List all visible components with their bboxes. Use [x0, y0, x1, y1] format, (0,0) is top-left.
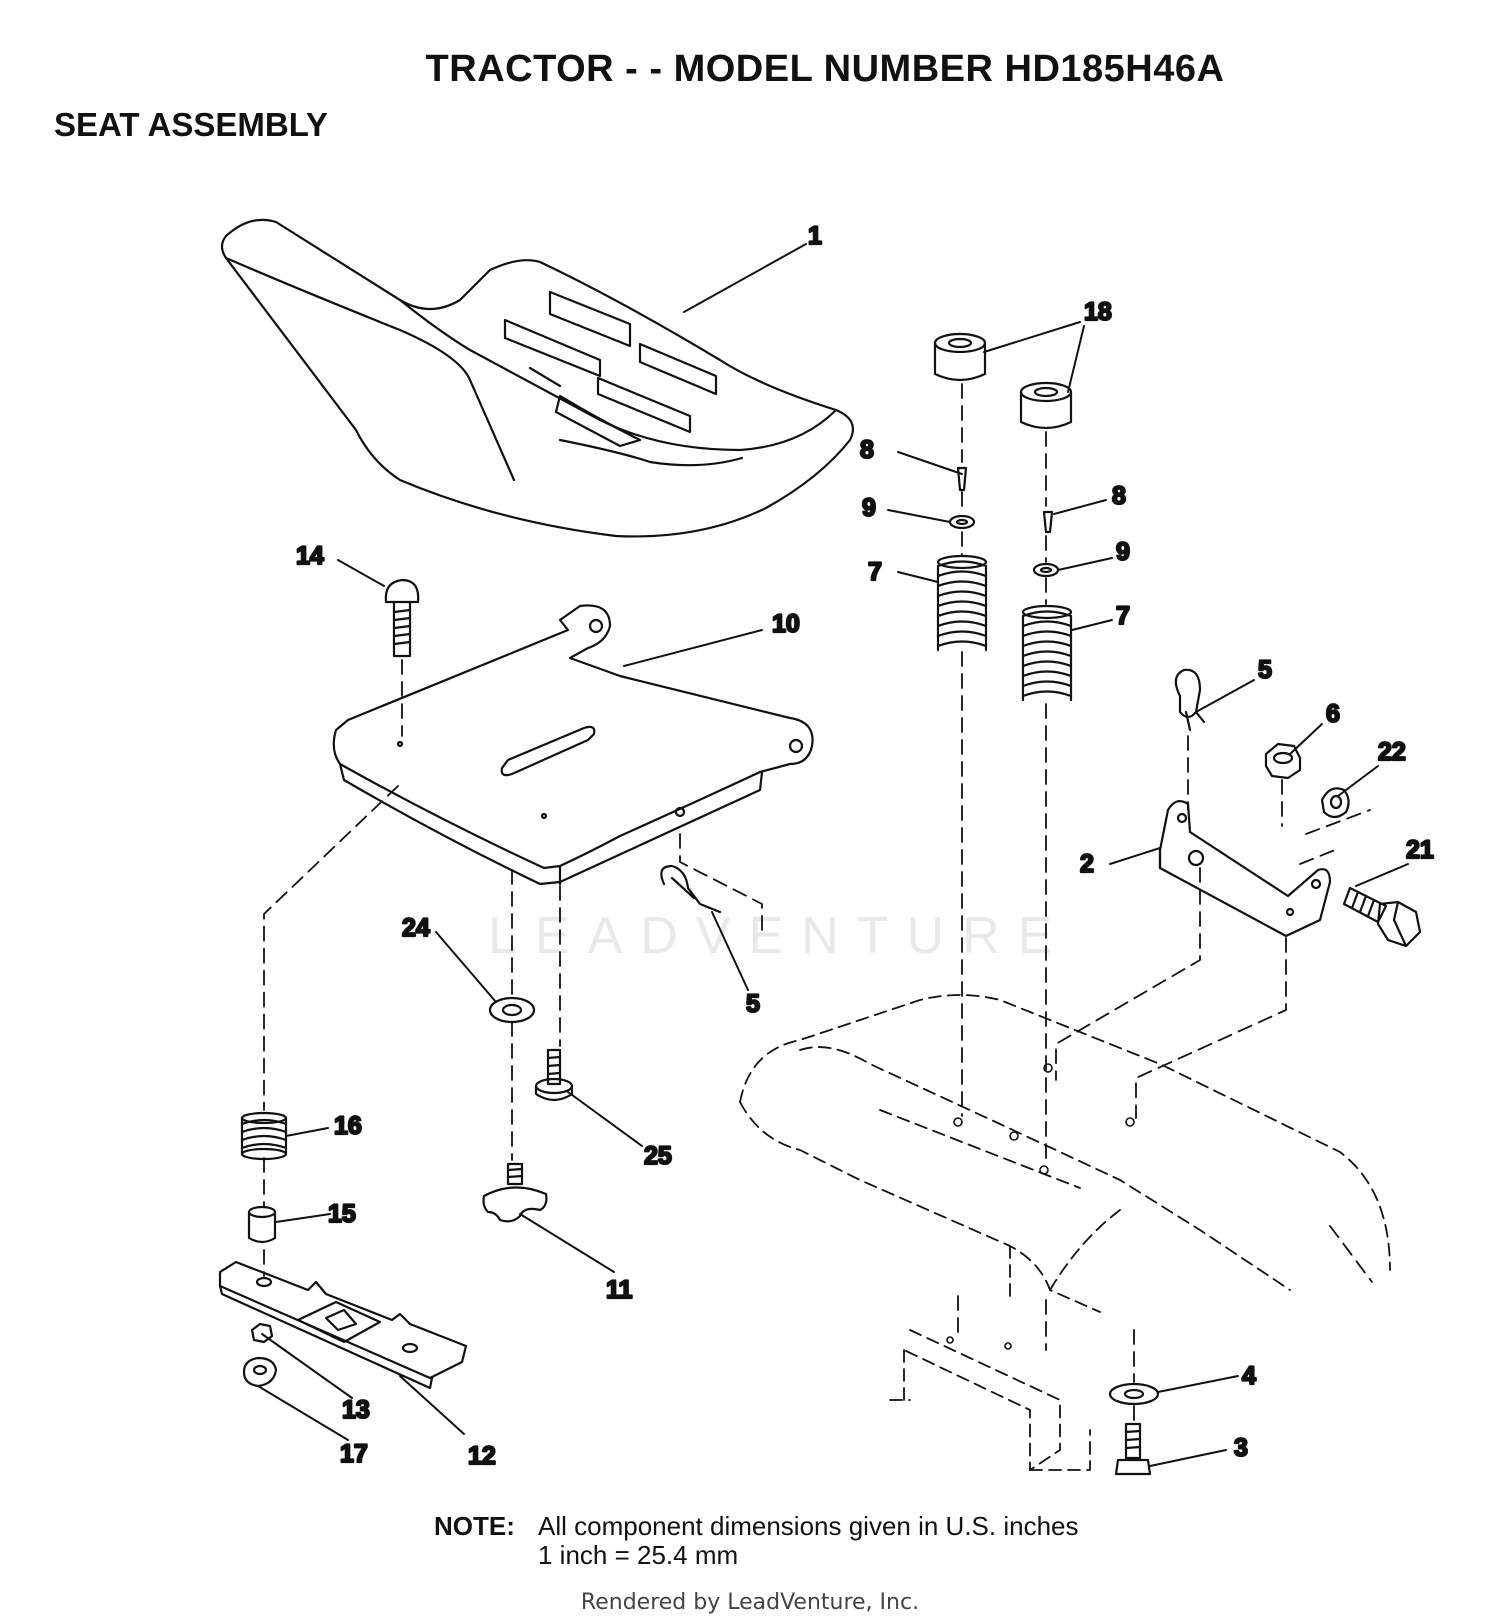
- callout-21: 21: [1406, 836, 1434, 864]
- hairpin-clip-part[interactable]: [660, 668, 1206, 914]
- callout-7-left: 7: [868, 558, 882, 586]
- callout-16: 16: [334, 1112, 362, 1140]
- assembly-subtitle: SEAT ASSEMBLY: [54, 106, 328, 143]
- hex-bolt-part[interactable]: [1114, 1422, 1152, 1476]
- seat-part[interactable]: [220, 218, 854, 538]
- callout-8-left: 8: [860, 436, 874, 464]
- fender-washer-part[interactable]: [1108, 1382, 1160, 1406]
- callout-13: 13: [342, 1396, 370, 1424]
- callout-10: 10: [772, 610, 800, 638]
- seat-knob-part[interactable]: [482, 1162, 548, 1223]
- note-line-1: All component dimensions given in U.S. i…: [538, 1511, 1079, 1541]
- carriage-bolt-part[interactable]: [384, 578, 420, 658]
- alignment-lines: [263, 383, 1373, 1421]
- callout-8-right: 8: [1112, 482, 1126, 510]
- callout-9-right: 9: [1116, 538, 1130, 566]
- seat-slide-part[interactable]: [218, 1260, 468, 1390]
- callout-24: 24: [402, 914, 430, 942]
- callout-4: 4: [1242, 1362, 1256, 1390]
- callout-7-right: 7: [1116, 602, 1130, 630]
- callout-9-left: 9: [862, 494, 876, 522]
- callout-5-top: 5: [1258, 656, 1272, 684]
- callout-11: 11: [606, 1276, 633, 1304]
- lock-nut-part[interactable]: [242, 1322, 278, 1388]
- hex-nut-part[interactable]: [1264, 742, 1350, 819]
- diagram-title: TRACTOR - - MODEL NUMBER HD185H46A: [425, 48, 1225, 90]
- bushing-part[interactable]: [247, 1205, 277, 1244]
- pivot-bracket-part[interactable]: [1158, 799, 1332, 938]
- note-line-2: 1 inch = 25.4 mm: [538, 1540, 739, 1570]
- callout-5-bottom: 5: [746, 990, 760, 1018]
- callout-14: 14: [296, 542, 324, 570]
- shoulder-bolt-part[interactable]: [1342, 886, 1422, 948]
- mounting-holes: [946, 1063, 1135, 1350]
- note-label: NOTE:: [434, 1511, 515, 1541]
- callout-15: 15: [328, 1200, 356, 1228]
- flange-bolt-part[interactable]: [534, 1048, 574, 1102]
- callout-17: 17: [340, 1440, 368, 1468]
- watermark-text: LEADVENTURE: [488, 907, 1071, 965]
- seat-pan-part[interactable]: [332, 604, 814, 886]
- spacer-part[interactable]: [933, 332, 1073, 430]
- callout-2: 2: [1080, 850, 1094, 878]
- leader-lines: [257, 243, 1409, 1467]
- callout-3: 3: [1234, 1434, 1248, 1462]
- callout-18: 18: [1084, 298, 1112, 326]
- dimensions-note: NOTE: All component dimensions given in U…: [434, 1512, 1079, 1570]
- callout-22: 22: [1378, 738, 1406, 766]
- frame-outline: [739, 994, 1391, 1471]
- callout-1: 1: [808, 222, 822, 250]
- compression-spring-part[interactable]: [240, 1111, 288, 1161]
- callout-6: 6: [1326, 700, 1340, 728]
- spring-part[interactable]: [936, 554, 1073, 702]
- rendered-by-footer: Rendered by LeadVenture, Inc.: [580, 1590, 920, 1615]
- callout-12: 12: [468, 1442, 496, 1470]
- callout-25: 25: [644, 1142, 672, 1170]
- pin-part[interactable]: [956, 466, 1054, 534]
